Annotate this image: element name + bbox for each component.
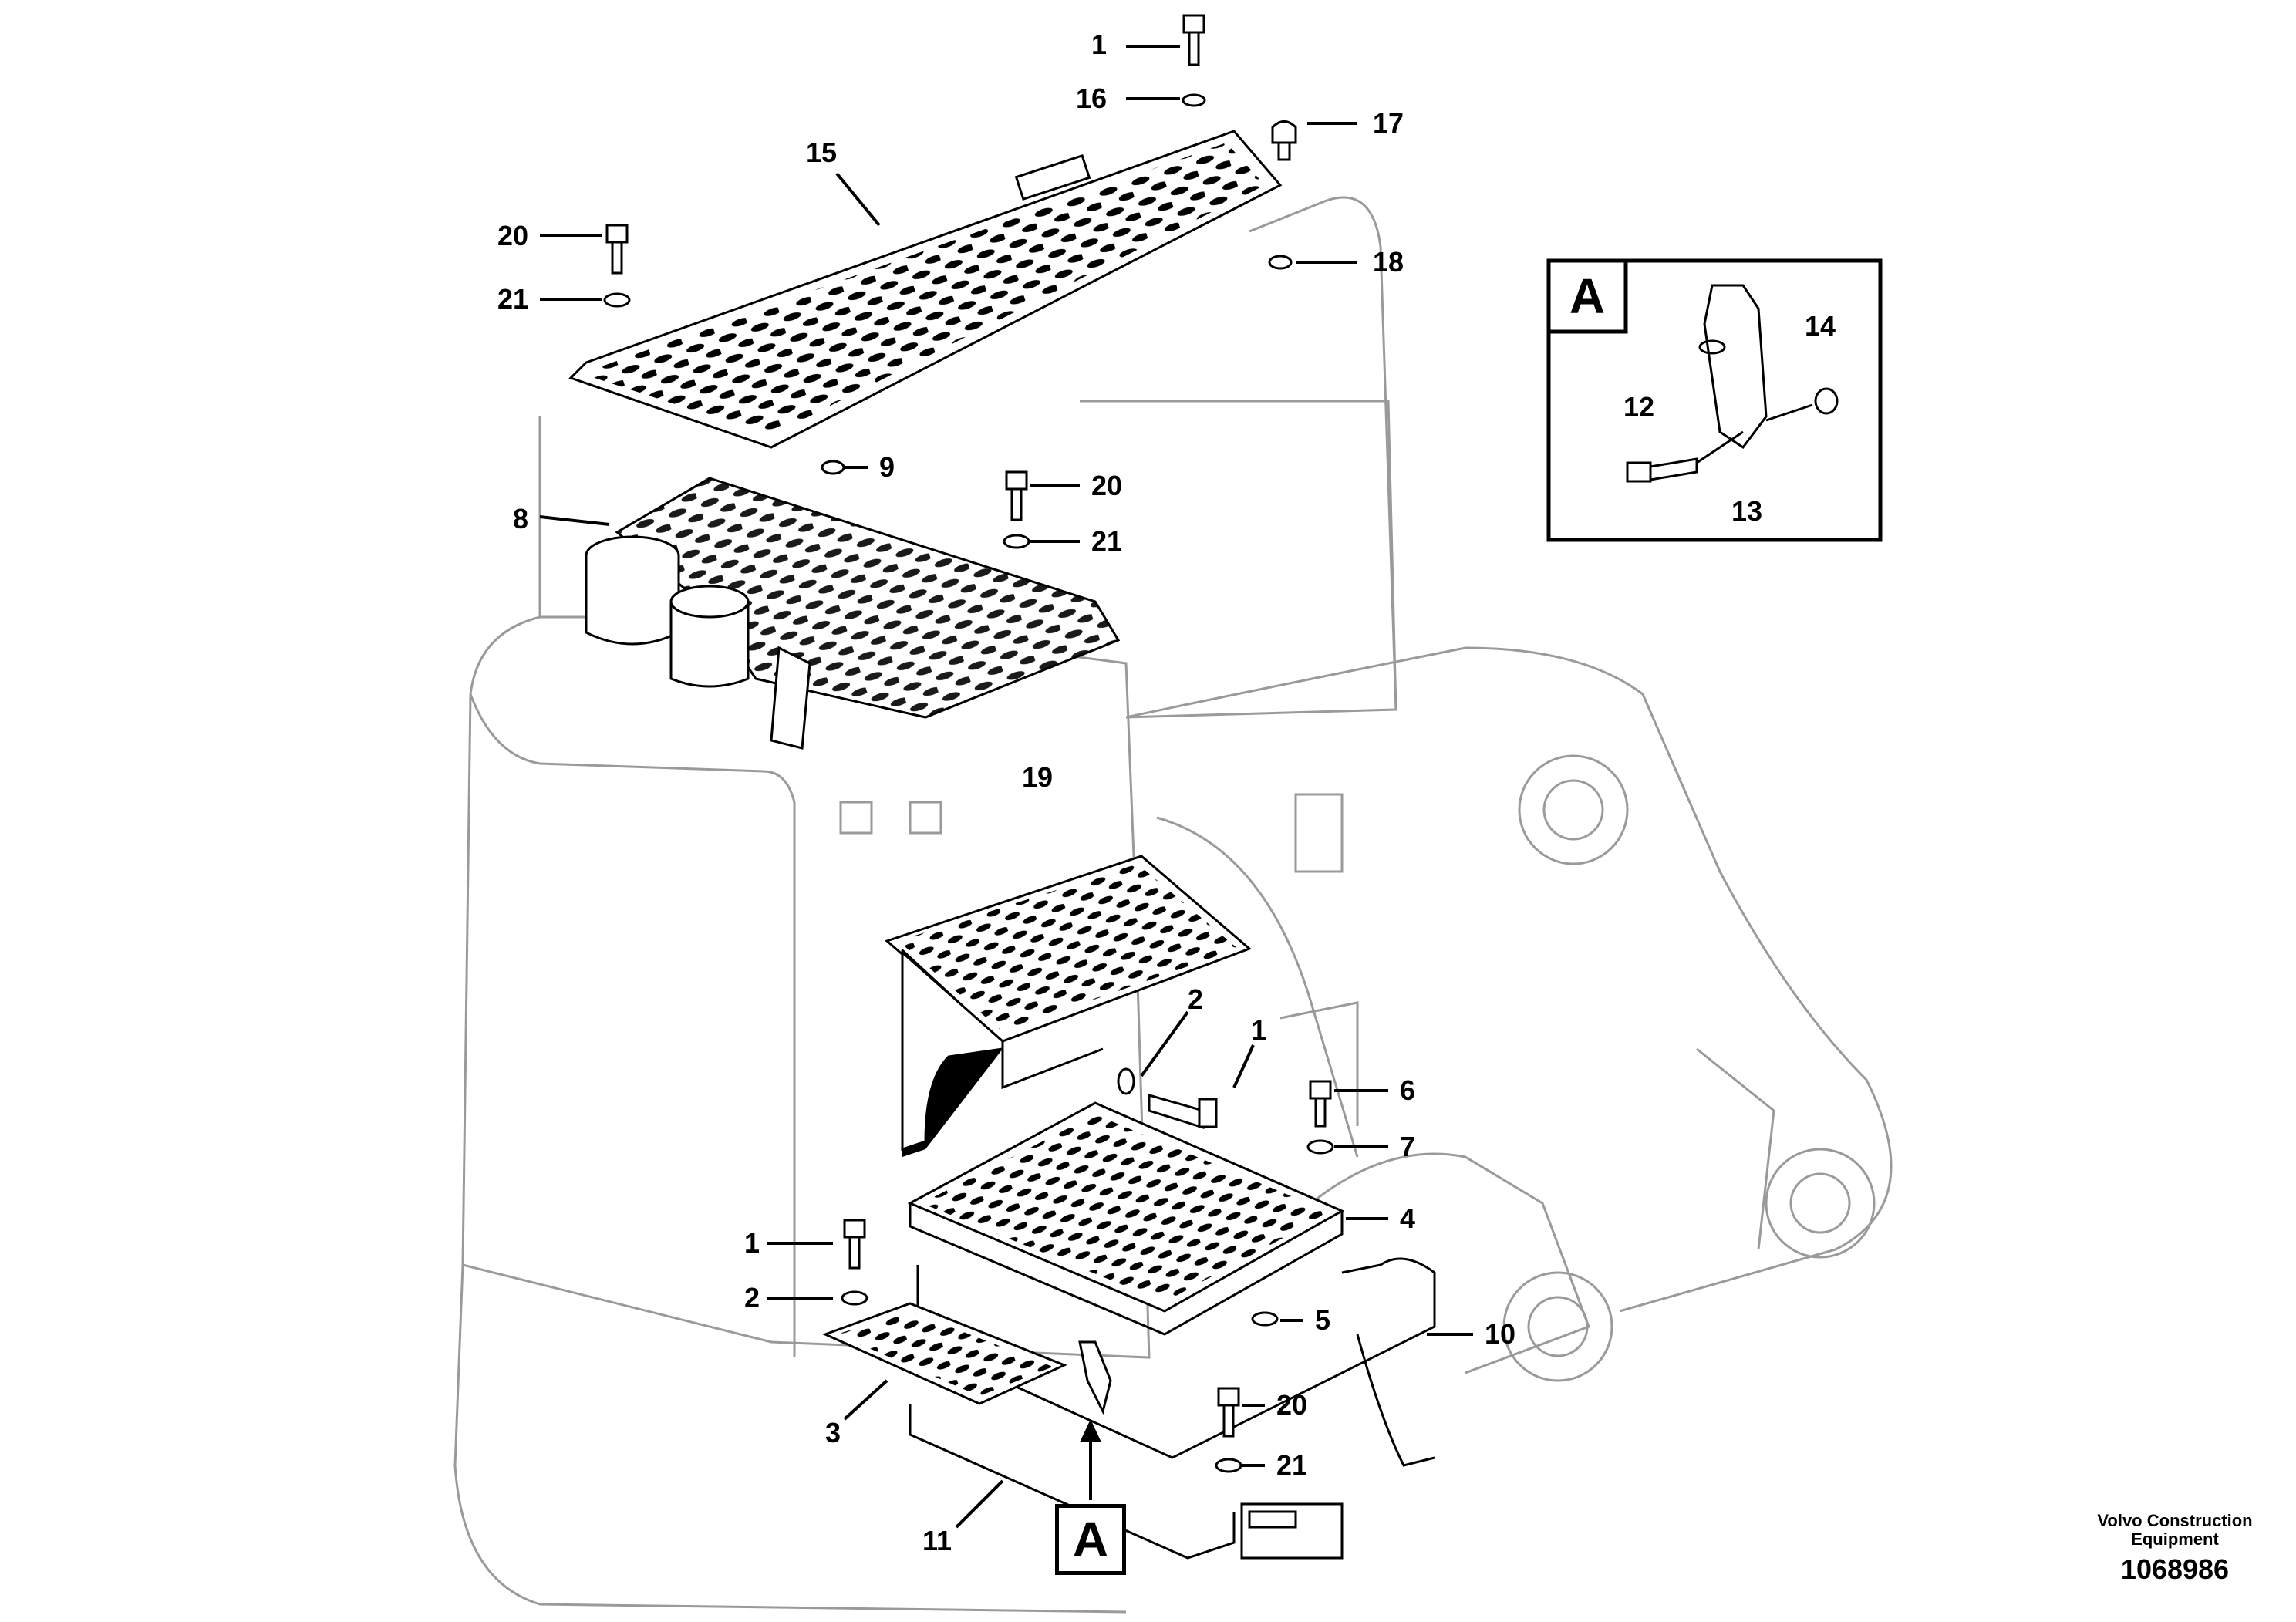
top-grating-15: [568, 130, 1283, 449]
step-grating-19: [885, 855, 1252, 1157]
detail-view-a: [1546, 258, 1883, 542]
callout-11: 11: [922, 1525, 952, 1556]
callout-21-low: 21: [1276, 1449, 1308, 1481]
tank-assembly: [585, 477, 1121, 750]
fasteners: [603, 14, 1334, 1473]
callout-13: 13: [1731, 495, 1763, 527]
callout-5: 5: [1314, 1304, 1331, 1336]
callout-20-top: 20: [497, 220, 529, 251]
callout-20-mid: 20: [1091, 470, 1123, 501]
callout-21-top: 21: [497, 283, 529, 315]
callout-9: 9: [878, 451, 895, 483]
callout-7: 7: [1399, 1131, 1416, 1162]
callout-19: 19: [1021, 761, 1054, 793]
detail-view-label: A: [1569, 268, 1606, 324]
callout-8: 8: [512, 503, 529, 534]
callout-15: 15: [805, 137, 838, 168]
step-grating-4: [907, 1101, 1345, 1336]
drawing-number: 1068986: [2120, 1553, 2230, 1585]
callout-18: 18: [1372, 246, 1404, 278]
callout-16: 16: [1075, 83, 1108, 114]
callout-2-low: 2: [743, 1282, 760, 1313]
credit-line-1: Volvo Construction: [2097, 1511, 2253, 1530]
callout-12: 12: [1623, 391, 1655, 423]
callout-17: 17: [1372, 107, 1404, 139]
leader-lines: [539, 45, 1473, 1529]
callout-14: 14: [1804, 310, 1836, 342]
publisher-credit: Volvo Construction Equipment: [2067, 1511, 2283, 1549]
step-grating-3: [822, 1302, 1067, 1405]
callout-21-mid: 21: [1091, 525, 1123, 557]
callout-20-low: 20: [1276, 1389, 1308, 1421]
callout-10: 10: [1484, 1318, 1516, 1350]
callout-1-low: 1: [743, 1227, 760, 1259]
callout-6: 6: [1399, 1074, 1416, 1106]
credit-line-2: Equipment: [2131, 1529, 2219, 1549]
view-arrow-icon: [1080, 1419, 1101, 1500]
callout-2-mid: 2: [1187, 983, 1204, 1015]
callout-4: 4: [1399, 1202, 1416, 1234]
bracket-13-installed: [1078, 1340, 1112, 1415]
view-marker-a: A: [1055, 1504, 1126, 1575]
callout-1-top: 1: [1091, 29, 1108, 60]
machine-body-outline: [453, 196, 1893, 1614]
frame-10-11: [909, 1257, 1436, 1560]
callout-1-mid: 1: [1250, 1014, 1267, 1046]
callout-3: 3: [824, 1417, 841, 1448]
